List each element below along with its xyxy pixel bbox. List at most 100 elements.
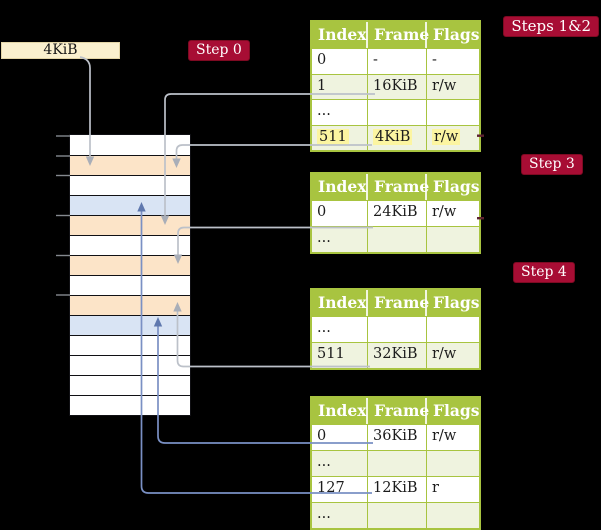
table-cell-text: r xyxy=(432,480,439,496)
table-cell xyxy=(368,100,427,125)
table-cell: ... xyxy=(312,451,368,476)
table-cell: 0 xyxy=(312,201,368,226)
column-header: Frame xyxy=(368,290,429,316)
table-row: ... xyxy=(312,99,479,125)
memory-ticks xyxy=(56,135,70,296)
memory-row-0-white xyxy=(70,135,190,155)
column-header: Index xyxy=(312,398,368,424)
table-cell: 12KiB xyxy=(368,477,427,502)
table-cell: 0 xyxy=(312,425,368,450)
memory-row-11-white xyxy=(70,355,190,375)
table-cell xyxy=(368,317,427,342)
table-cell: 511 xyxy=(312,125,368,150)
table-cell xyxy=(368,503,427,528)
table-cell: r/w xyxy=(427,75,479,100)
column-header: Index xyxy=(312,174,368,200)
table-row: ... xyxy=(312,316,479,342)
column-header: Flags xyxy=(433,177,480,196)
table-cell-text: r/w xyxy=(432,346,457,362)
table-cell xyxy=(427,451,479,476)
table-cell: r/w xyxy=(427,126,479,151)
physical-memory-column xyxy=(69,134,191,416)
table-cell-text: r/w xyxy=(432,428,457,444)
memory-row-10-white xyxy=(70,335,190,355)
table-cell-text: 511 xyxy=(317,128,349,145)
table-cell: r/w xyxy=(427,201,479,226)
table-cell-text: r/w xyxy=(432,204,457,220)
table-cell: 511 xyxy=(312,343,368,368)
badge-step-3: Step 3 xyxy=(521,154,583,175)
table-cell-text: 127 xyxy=(317,480,345,496)
table-cell: r/w xyxy=(427,343,479,368)
table-cell-text: 0 xyxy=(317,204,327,220)
table-cell-text: ... xyxy=(317,230,331,246)
table-cell: 4KiB xyxy=(368,125,427,150)
table-cell-text: 36KiB xyxy=(373,428,418,444)
table-cell-text: 0 xyxy=(317,428,327,444)
table-row: 511 4KiB r/w xyxy=(312,124,479,151)
memory-row-6-peach xyxy=(70,255,190,275)
table-cell: 32KiB xyxy=(368,343,427,368)
table-cell-text: 32KiB xyxy=(373,346,418,362)
table-cell-text: 24KiB xyxy=(373,204,418,220)
table-cell-text: 16KiB xyxy=(373,77,418,94)
table-cell-text: 4KiB xyxy=(373,128,413,145)
table-cell xyxy=(427,317,479,342)
table-row: ... xyxy=(312,450,479,476)
table-cell-text: 12KiB xyxy=(373,480,418,496)
table-cell xyxy=(368,451,427,476)
table-cell-text: 0 xyxy=(317,52,327,68)
table-cell: ... xyxy=(312,227,368,252)
table-cell xyxy=(368,227,427,252)
table-cell: ... xyxy=(312,100,368,125)
table-cell-text: r/w xyxy=(432,128,461,145)
table-cell: 36KiB xyxy=(368,425,427,450)
table-cell: 1 xyxy=(312,74,368,99)
badge-step-4: Step 4 xyxy=(513,262,575,283)
memory-row-1-peach xyxy=(70,155,190,175)
table-cell: 127 xyxy=(312,477,368,502)
table-row: 1 16KiB r/w xyxy=(312,73,479,100)
memory-row-3-blue xyxy=(70,195,190,215)
column-header: Frame xyxy=(368,22,429,48)
badge-steps-1-2: Steps 1&2 xyxy=(503,16,599,37)
table-row: ... xyxy=(312,502,479,528)
memory-row-8-peach xyxy=(70,295,190,315)
table-cell-text: 1 xyxy=(317,77,327,94)
frame-size-label: 4KiB xyxy=(1,42,120,59)
memory-row-7-white xyxy=(70,275,190,295)
table-cell: r/w xyxy=(427,425,479,450)
table-cell-text: ... xyxy=(317,103,331,119)
table-cell: ... xyxy=(312,503,368,528)
table-row: 127 12KiB r xyxy=(312,476,479,502)
table-cell: - xyxy=(427,49,479,74)
table-cell xyxy=(427,100,479,125)
table-cell-text: - xyxy=(432,52,437,68)
table-row: 511 32KiB r/w xyxy=(312,342,479,368)
column-header: Flags xyxy=(433,401,480,420)
memory-row-4-peach xyxy=(70,215,190,235)
table-cell-text: 511 xyxy=(317,346,345,362)
table-cell xyxy=(427,227,479,252)
table-cell: ... xyxy=(312,317,368,342)
table-cell xyxy=(427,503,479,528)
memory-row-5-white xyxy=(70,235,190,255)
table-cell: 24KiB xyxy=(368,201,427,226)
column-header: Frame xyxy=(368,174,429,200)
table-row: ... xyxy=(312,226,479,252)
column-header: Index xyxy=(312,22,368,48)
table-cell: r xyxy=(427,477,479,502)
table-row: 0-- xyxy=(312,48,479,74)
memory-row-2-white xyxy=(70,175,190,195)
table-cell-text: ... xyxy=(317,454,331,470)
table-cell-text: ... xyxy=(317,506,331,522)
column-header: Index xyxy=(312,290,368,316)
